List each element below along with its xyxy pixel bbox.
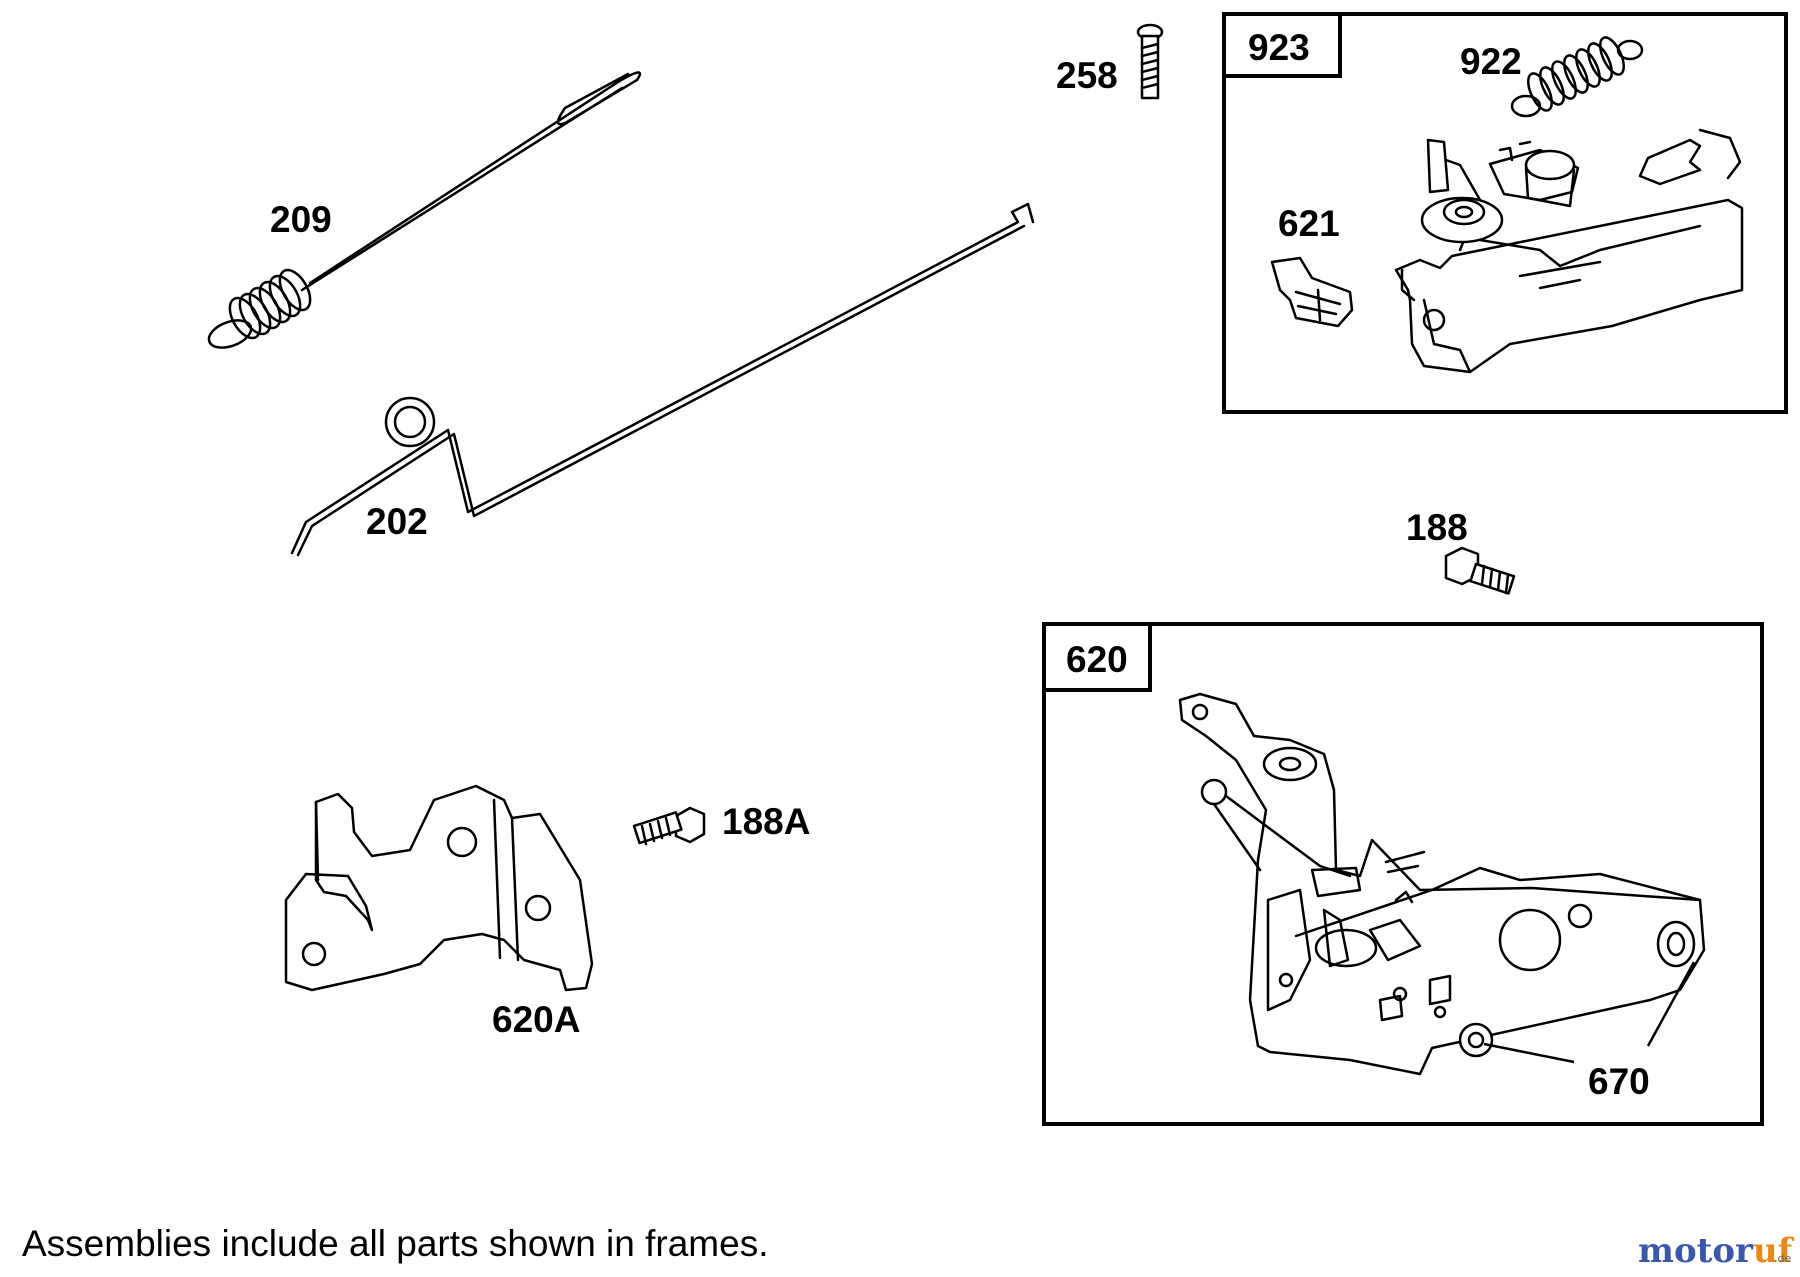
watermark-logo: motoruf .de bbox=[1638, 1231, 1795, 1271]
part-label-209: 209 bbox=[270, 199, 332, 240]
frame-923 bbox=[1222, 12, 1788, 414]
part-label-670: 670 bbox=[1588, 1061, 1650, 1102]
watermark-part2: uf bbox=[1753, 1231, 1795, 1271]
part-label-202: 202 bbox=[366, 501, 428, 542]
watermark-suffix: .de bbox=[1774, 1252, 1791, 1265]
part-label-923: 923 bbox=[1248, 27, 1310, 68]
part-label-188: 188 bbox=[1406, 507, 1468, 548]
footnote: Assemblies include all parts shown in fr… bbox=[22, 1223, 769, 1264]
part-label-188A: 188A bbox=[722, 801, 810, 842]
part-label-922: 922 bbox=[1460, 41, 1522, 82]
bolt-188A-drawing bbox=[632, 806, 706, 846]
spring-209-drawing bbox=[207, 71, 642, 349]
spring-922-drawing bbox=[1510, 36, 1644, 118]
part-label-621: 621 bbox=[1278, 203, 1340, 244]
part-label-620A: 620A bbox=[492, 999, 580, 1040]
bolt-188-drawing bbox=[1444, 546, 1516, 595]
label-box-620 bbox=[1042, 622, 1152, 692]
watermark-part1: motor bbox=[1638, 1231, 1754, 1271]
part-label-258: 258 bbox=[1056, 55, 1118, 96]
screw-258-drawing bbox=[1136, 23, 1164, 100]
part-label-620: 620 bbox=[1066, 639, 1128, 680]
leader-670-a bbox=[1483, 1042, 1575, 1064]
label-box-923 bbox=[1222, 12, 1342, 78]
bracket-620A-drawing bbox=[284, 784, 594, 992]
rod-202-drawing bbox=[290, 202, 1035, 557]
frame-620 bbox=[1042, 622, 1764, 1126]
control-bracket-923-drawing bbox=[1394, 128, 1744, 374]
leader-670-b bbox=[1646, 961, 1696, 1047]
control-bracket-620-drawing bbox=[1178, 692, 1706, 1076]
clip-621-drawing bbox=[1270, 256, 1354, 328]
svg-text:motoruf: motoruf bbox=[1638, 1231, 1795, 1271]
